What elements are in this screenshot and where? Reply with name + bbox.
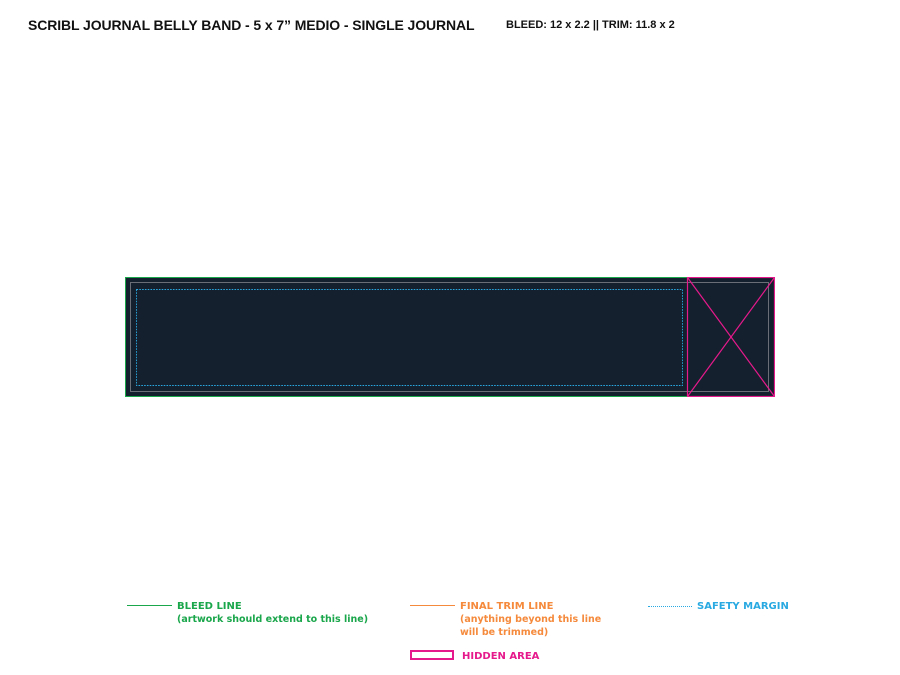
trim-outline [130, 282, 769, 392]
artwork-area [125, 277, 775, 397]
safety-margin-outline [136, 289, 683, 386]
bleed-line-note: (artwork should extend to this line) [177, 614, 369, 625]
trim-line-note-2: will be trimmed) [460, 627, 549, 638]
template-title: SCRIBL JOURNAL BELLY BAND - 5 x 7” MEDIO… [28, 17, 475, 33]
trim-line-note-1: (anything beyond this line [460, 614, 602, 625]
trim-line-label: FINAL TRIM LINE [460, 601, 554, 612]
hidden-area-label: HIDDEN AREA [462, 651, 540, 662]
hidden-area-cross-2 [687, 277, 775, 397]
trim-line-swatch [410, 605, 455, 606]
hidden-area-box [686, 277, 775, 397]
safety-margin-label: SAFETY MARGIN [697, 601, 789, 612]
belly-band-template [125, 277, 775, 397]
belly-band-diagram [125, 277, 775, 397]
bleed-trim-spec: BLEED: 12 x 2.2 || TRIM: 11.8 x 2 [506, 19, 675, 31]
bleed-line-swatch [127, 605, 172, 606]
bleed-line-label: BLEED LINE [177, 601, 242, 612]
hidden-area-swatch [410, 650, 454, 660]
safety-margin-swatch [648, 606, 692, 607]
